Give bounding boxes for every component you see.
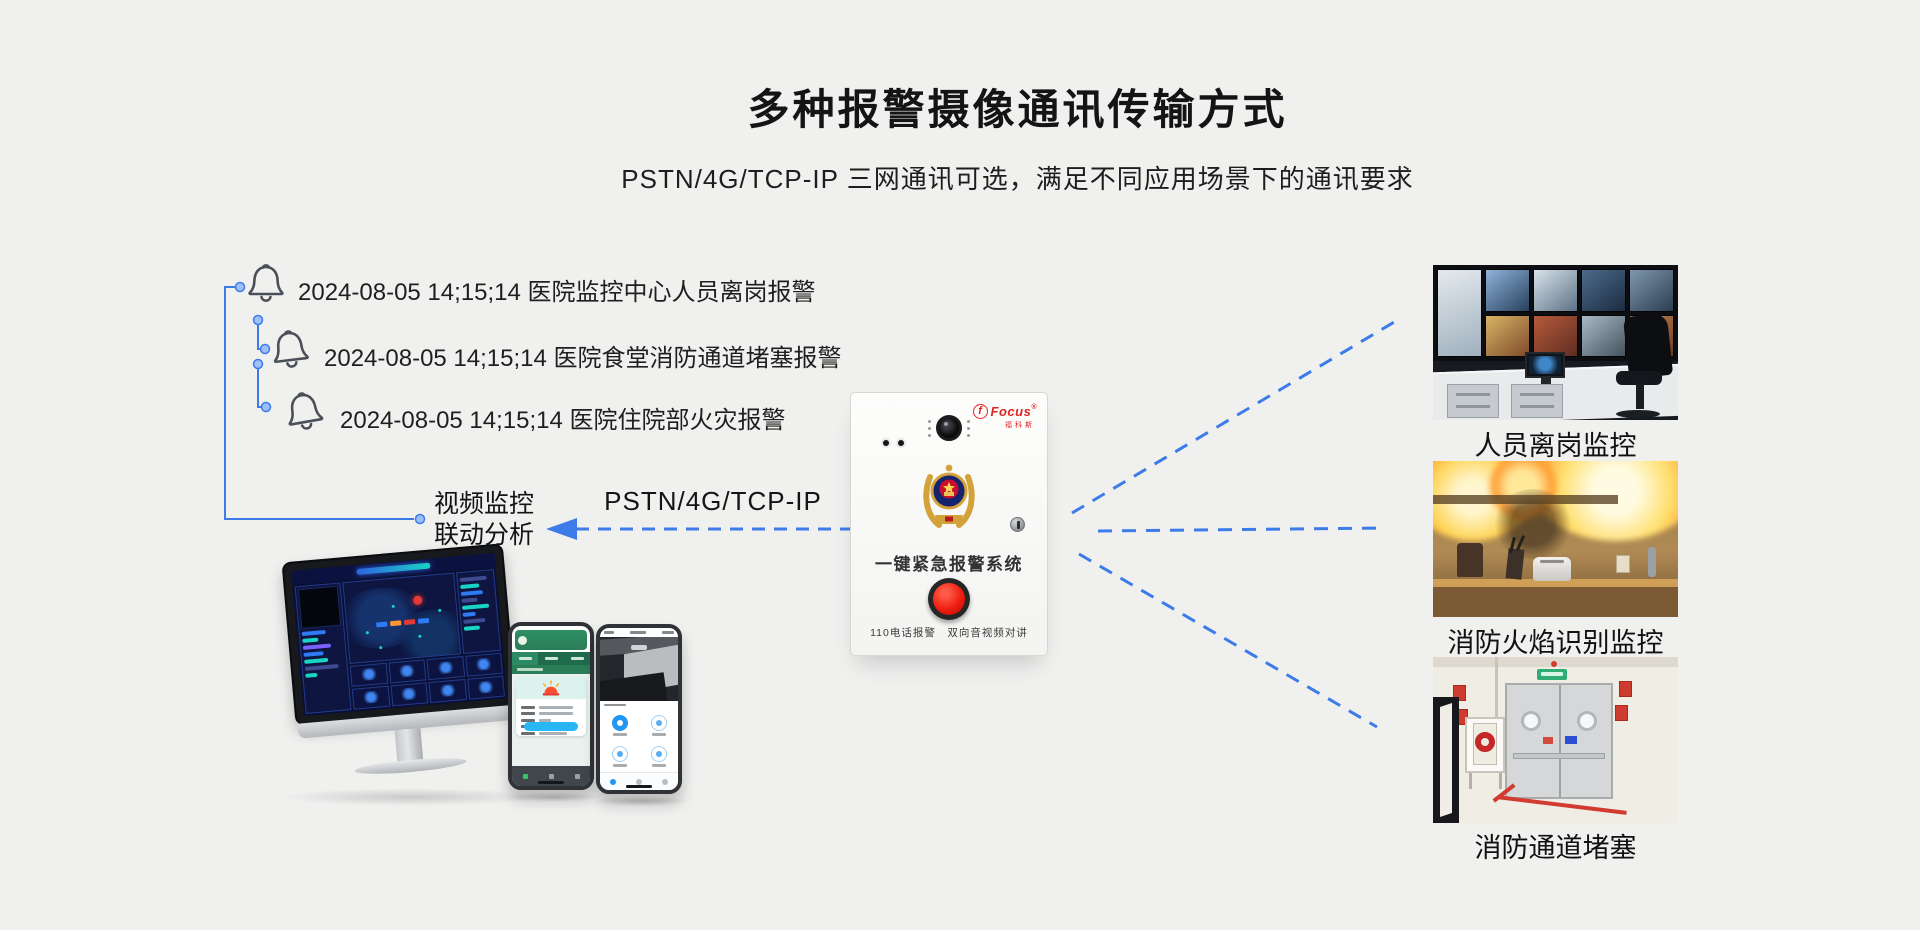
feature-item	[611, 746, 628, 767]
bell-icon	[248, 264, 284, 302]
avatar	[518, 635, 527, 645]
tab	[564, 652, 590, 665]
fan-line-middle	[1097, 526, 1385, 533]
video-link-label: 视频监控 联动分析	[433, 490, 534, 549]
photo-caption: 消防火焰识别监控	[1447, 628, 1664, 658]
feature-item	[611, 715, 628, 736]
photo-caption: 消防通道堵塞	[1474, 833, 1637, 863]
node-dot	[414, 513, 426, 525]
monitoring-room-image	[1433, 265, 1678, 420]
police-badge-icon	[923, 464, 975, 528]
filter-row	[512, 665, 590, 674]
keyhole-icon	[1010, 517, 1025, 532]
device-name: 一键紧急报警系统	[875, 555, 1023, 574]
monitoring-workstation	[281, 542, 532, 813]
feature-item	[650, 715, 667, 736]
node-dot	[252, 358, 264, 370]
photo-caption: 人员离岗监控	[1474, 431, 1637, 461]
alarm-lamp-icon	[542, 679, 560, 695]
brand-name: Focus®	[990, 404, 1037, 419]
status-bar	[600, 628, 678, 637]
dashboard-screen	[291, 552, 508, 717]
fire-sign	[1619, 681, 1632, 697]
bell-icon	[288, 392, 324, 430]
camera-lens-icon	[936, 415, 962, 441]
fire-sign	[1615, 705, 1628, 721]
dashboard-right-panel	[455, 569, 501, 655]
bottom-nav	[600, 772, 678, 790]
camera-cluster	[851, 415, 1047, 441]
tab	[512, 652, 538, 665]
app-tabs	[512, 652, 590, 665]
alarm-app-phone	[508, 622, 594, 790]
device-caption: 110电话报警 双向音视频对讲	[870, 627, 1028, 639]
dashboard-left-panel	[294, 582, 352, 714]
emergency-button	[928, 578, 970, 620]
alarm-branch-line-3	[257, 366, 262, 408]
mic-indicator-dots	[883, 440, 904, 446]
alarm-text: 2024-08-05 14;15;14 医院食堂消防通道堵塞报警	[324, 345, 842, 372]
node-dot	[260, 401, 272, 413]
office-chair	[1608, 312, 1674, 420]
fire-exit-image	[1433, 657, 1678, 823]
dashboard-map	[342, 572, 462, 664]
drawer-unit	[1511, 384, 1563, 418]
bottom-nav	[512, 766, 590, 786]
monitor-bezel	[281, 543, 517, 726]
exit-sign	[1537, 669, 1567, 680]
alarm-row: 2024-08-05 14;15;14 医院住院部火灾报警	[280, 386, 786, 435]
live-camera-view	[600, 637, 678, 701]
toaster	[1533, 557, 1571, 581]
page-title: 多种报警摄像通讯传输方式	[747, 86, 1288, 133]
fan-line-bottom	[1078, 552, 1378, 729]
notification-banner	[515, 630, 587, 650]
fire-detection-image	[1433, 461, 1678, 617]
bell-icon	[273, 330, 309, 368]
alarm-text: 2024-08-05 14;15;14 医院监控中心人员离岗报警	[298, 279, 816, 306]
fire-hose-coil	[1475, 732, 1495, 753]
tab	[538, 652, 564, 665]
led-column	[928, 419, 931, 437]
camera-app-phone	[596, 624, 682, 794]
brand-subtitle: 福科斯	[1005, 422, 1035, 429]
alarm-branch-line-2	[257, 322, 261, 350]
arrow-left-icon	[546, 518, 577, 540]
desk-monitor	[1525, 352, 1565, 378]
alarm-row: 2024-08-05 14;15;14 医院监控中心人员离岗报警	[242, 258, 816, 307]
emergency-button-core	[933, 583, 965, 615]
feature-item	[650, 746, 667, 767]
brand-logo: f Focus®	[972, 404, 1037, 419]
transport-label: PSTN/4G/TCP-IP	[604, 486, 822, 516]
confirm-button	[524, 722, 578, 731]
fire-doors	[1505, 683, 1613, 799]
video-feed-box	[297, 585, 342, 630]
feature-grid	[600, 710, 678, 772]
led-column	[967, 419, 970, 437]
alarm-detail-card	[516, 677, 586, 736]
page-subtitle: PSTN/4G/TCP-IP 三网通讯可选，满足不同应用场景下的通讯要求	[621, 164, 1414, 194]
alarm-device-panel: f Focus® 福科斯 一键紧急报警系统 110电话报警 双向音视	[850, 392, 1048, 656]
alarm-text: 2024-08-05 14;15;14 医院住院部火灾报警	[340, 407, 786, 434]
alarm-row: 2024-08-05 14;15;14 医院食堂消防通道堵塞报警	[266, 324, 842, 373]
node-dot	[252, 314, 264, 326]
drawer-unit	[1447, 384, 1499, 418]
brand-logo-icon: f	[972, 404, 988, 419]
fan-line-top	[1071, 319, 1397, 515]
header: 多种报警摄像通讯传输方式 PSTN/4G/TCP-IP 三网通讯可选，满足不同应…	[460, 76, 1575, 196]
hose-cabinet	[1465, 717, 1505, 773]
